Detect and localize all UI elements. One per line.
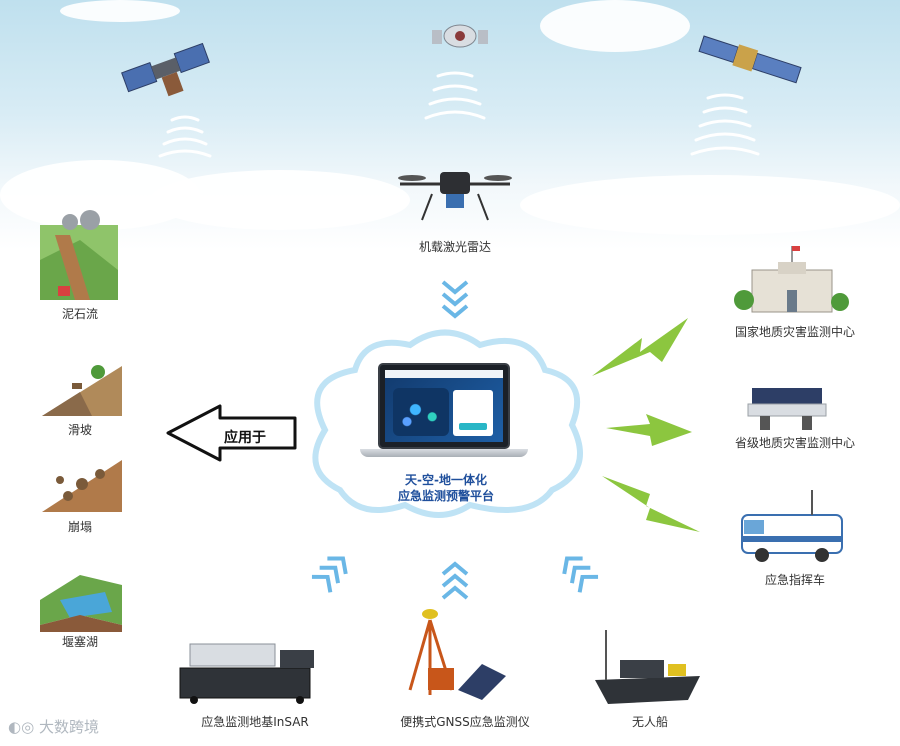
rockfall-icon	[42, 460, 122, 512]
platform-title-line2: 应急监测预警平台	[397, 489, 494, 503]
hazard-label-rockfall: 崩塌	[67, 520, 92, 534]
cloud	[150, 170, 410, 230]
cloud	[540, 0, 690, 52]
lightning-icon	[592, 318, 700, 532]
ground-label-insar: 应急监测地基InSAR	[201, 715, 309, 729]
watermark-text: 大数跨境	[38, 718, 99, 736]
watermark-logo-icon: ◐◎	[8, 718, 39, 736]
platform-laptop	[360, 363, 528, 467]
hazard-label-debris-flow: 泥石流	[61, 307, 98, 321]
ground-insar-icon	[179, 643, 314, 704]
drone-lidar-label: 机载激光雷达	[418, 240, 491, 254]
laptop-base	[360, 449, 528, 457]
debris-flow-icon	[40, 210, 118, 300]
drone-lidar-icon	[398, 172, 512, 221]
provincial-control-room-icon	[747, 388, 827, 430]
dashboard-header	[385, 370, 503, 378]
hazard-label-barrier-lake: 堰塞湖	[61, 635, 98, 649]
platform-title: 天-空-地一体化 应急监测预警平台	[366, 472, 526, 504]
hazard-label-landslide: 滑坡	[67, 423, 92, 437]
gnss-tripod-icon	[408, 609, 506, 700]
cloud	[60, 0, 180, 22]
apply-arrow-label: 应用于	[224, 430, 266, 446]
national-center-building-icon	[734, 246, 849, 313]
receiver-label-provincial: 省级地质灾害监测中心	[734, 436, 855, 450]
command-vehicle-icon	[741, 490, 843, 562]
ground-label-boat: 无人船	[631, 715, 668, 729]
platform-title-line1: 天-空-地一体化	[405, 473, 487, 487]
satellite-left-icon	[121, 42, 210, 97]
satellite-center-icon	[432, 24, 488, 48]
dashboard-map	[393, 388, 449, 436]
chevron-down-icon	[441, 280, 469, 319]
landslide-icon	[42, 365, 122, 416]
unmanned-boat-icon	[595, 630, 700, 704]
laptop-screen	[378, 363, 510, 449]
watermark: ◐◎ 大数跨境	[8, 716, 99, 737]
satellite-right-icon	[698, 35, 802, 84]
dashboard-login-panel	[453, 390, 493, 436]
receiver-label-command-vehicle: 应急指挥车	[764, 573, 825, 587]
chevron-up-icon	[311, 556, 599, 600]
signal-waves	[158, 71, 760, 158]
barrier-lake-icon	[40, 575, 122, 632]
receiver-label-national: 国家地质灾害监测中心	[734, 325, 855, 339]
apply-arrow	[166, 404, 297, 462]
platform-dashboard	[385, 370, 503, 442]
ground-label-gnss: 便携式GNSS应急监测仪	[400, 715, 530, 729]
cloud	[520, 175, 900, 235]
